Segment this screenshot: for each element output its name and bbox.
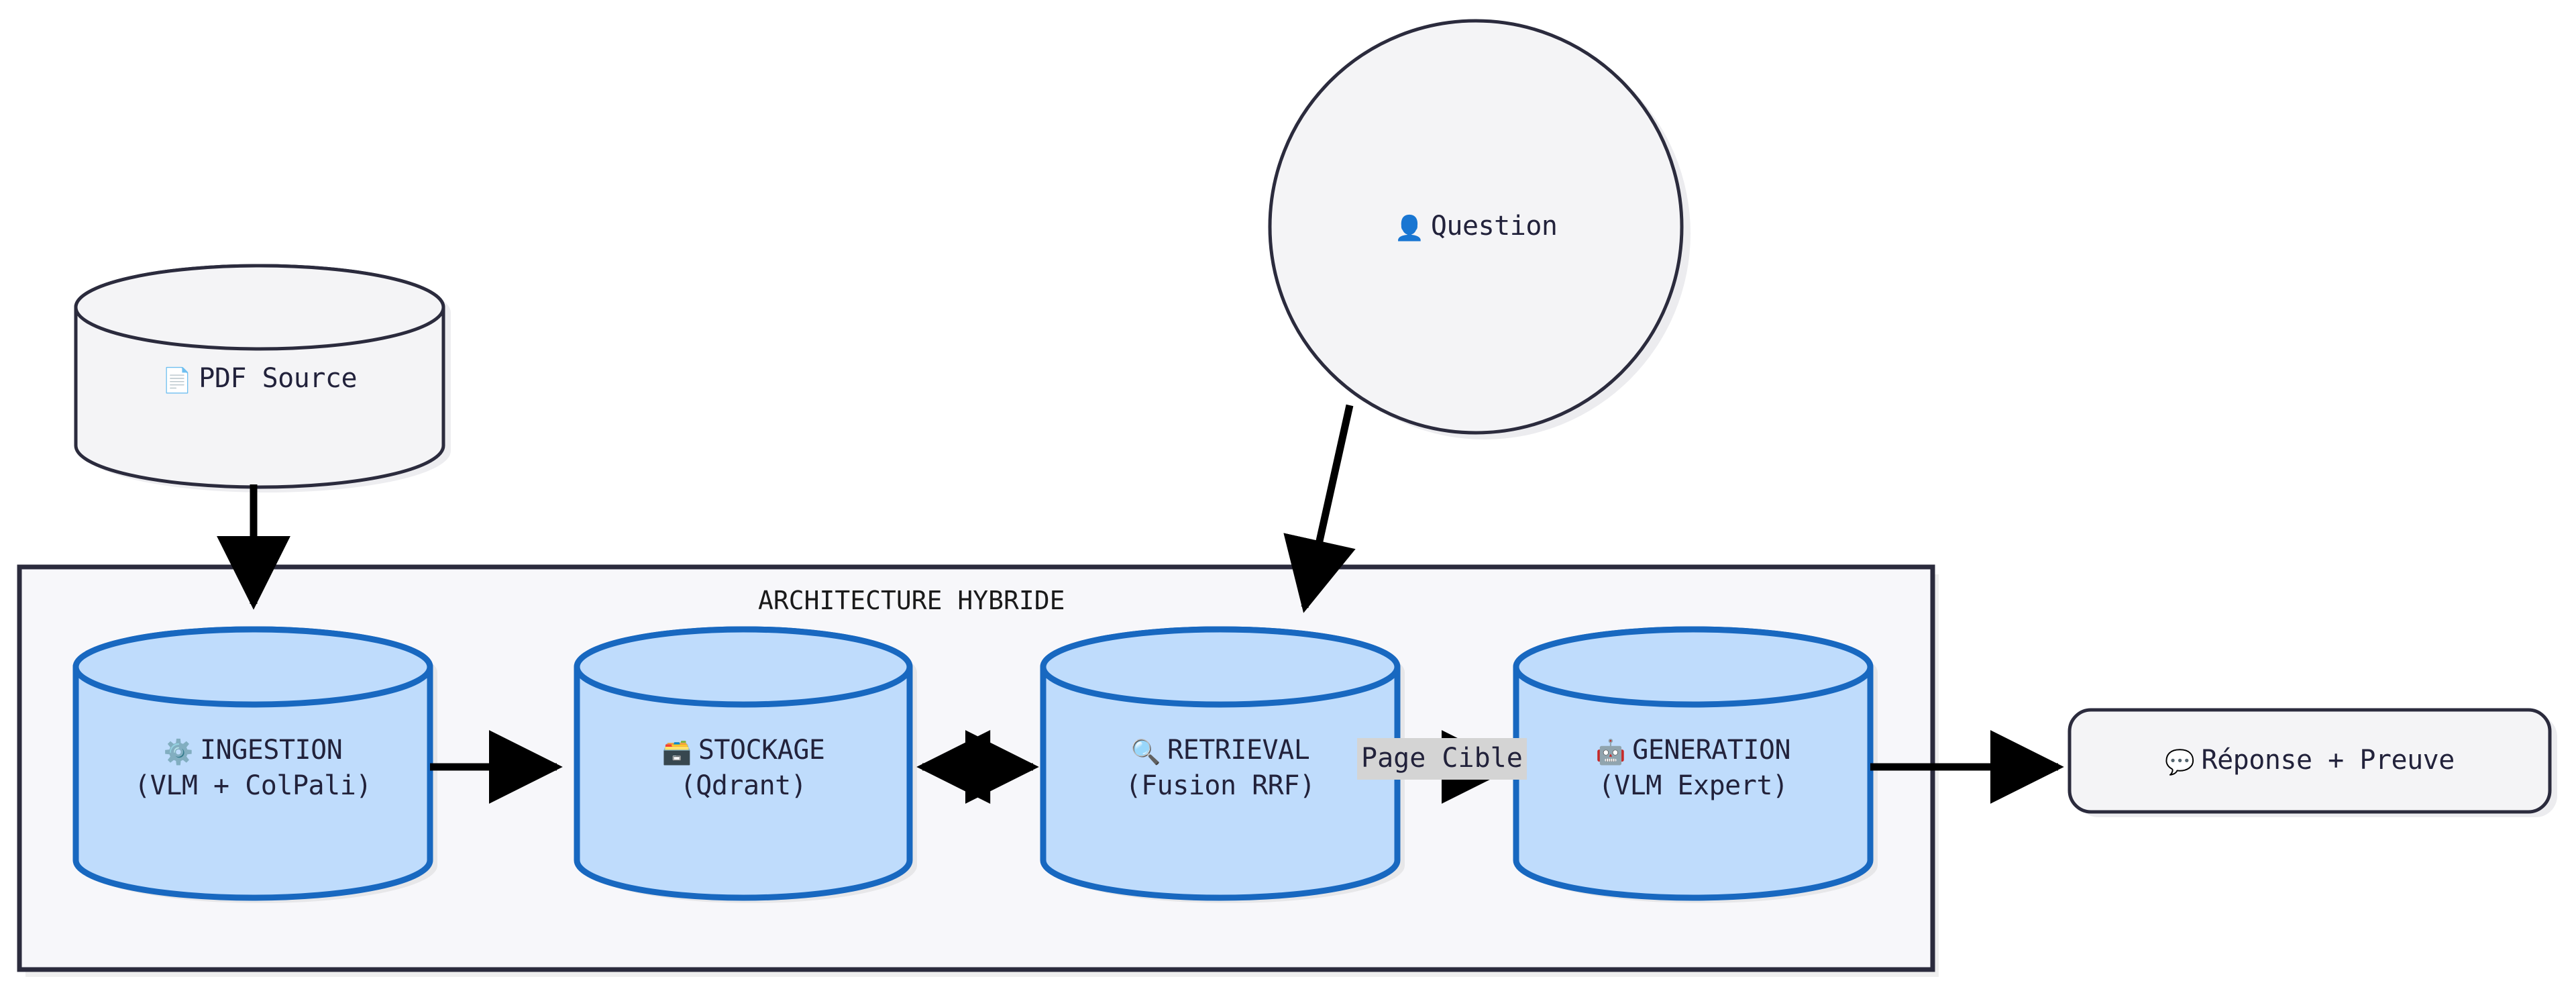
edge-label-page-cible: Page Cible bbox=[1357, 738, 1527, 780]
node-stockage-shape[interactable] bbox=[574, 626, 917, 903]
node-retrieval-shape[interactable] bbox=[1040, 626, 1405, 903]
node-reponse-shape[interactable] bbox=[2068, 708, 2557, 817]
node-pdf-source-shape[interactable] bbox=[74, 264, 451, 492]
edge-question-to-retrieval bbox=[1283, 404, 1356, 613]
node-question-shape[interactable] bbox=[1268, 19, 1690, 439]
node-generation-shape[interactable] bbox=[1513, 626, 1878, 903]
subgraph-title: ARCHITECTURE HYBRIDE bbox=[758, 586, 1065, 615]
node-ingestion-shape[interactable] bbox=[72, 626, 437, 903]
